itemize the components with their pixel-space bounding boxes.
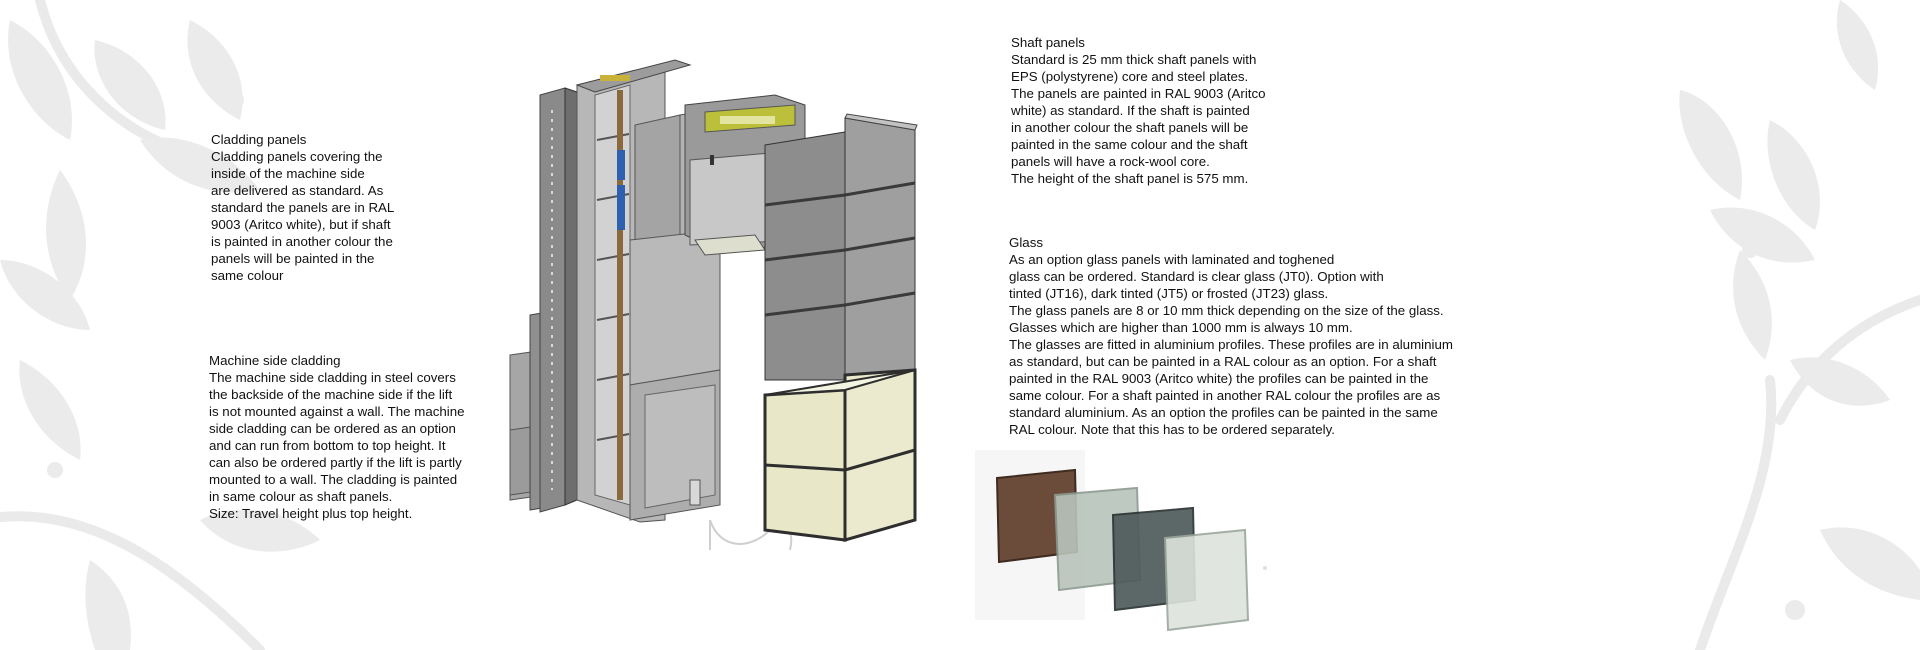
- floral-ornament-right: [1679, 0, 1920, 650]
- cladding-panels-line: are delivered as standard. As: [211, 183, 384, 198]
- cladding-panels-line: is painted in another colour the: [211, 234, 393, 249]
- glass-line: as standard, but can be painted in a RAL…: [1009, 354, 1437, 369]
- shaft-panels-line: The height of the shaft panel is 575 mm.: [1011, 171, 1249, 186]
- cladding-panels-line: standard the panels are in RAL: [211, 200, 395, 215]
- machine-side-cladding-line: can also be ordered partly if the lift i…: [209, 455, 462, 470]
- glass-samples: [975, 450, 1267, 632]
- machine-side-cladding-line: Size: Travel height plus top height.: [209, 506, 413, 521]
- machine-side-cladding-line: in same colour as shaft panels.: [209, 489, 393, 504]
- glass-line: The glass panels are 8 or 10 mm thick de…: [1009, 303, 1444, 318]
- section-machine-side-cladding: Machine side cladding The machine side c…: [209, 352, 465, 522]
- glass-heading: Glass: [1009, 235, 1043, 250]
- section-glass: Glass As an option glass panels with lam…: [1009, 234, 1453, 438]
- glass-line: tinted (JT16), dark tinted (JT5) or fros…: [1009, 286, 1329, 301]
- machine-side-cladding-line: mounted to a wall. The cladding is paint…: [209, 472, 458, 487]
- machine-side-cladding-line: The machine side cladding in steel cover…: [209, 370, 456, 385]
- glass-line: same colour. For a shaft painted in anot…: [1009, 388, 1441, 403]
- machine-side-cladding-heading: Machine side cladding: [209, 353, 341, 368]
- glass-line: RAL colour. Note that this has to be ord…: [1009, 422, 1335, 437]
- glass-line: Glasses which are higher than 1000 mm is…: [1009, 320, 1353, 335]
- machine-side-cladding-line: side cladding can be ordered as an optio…: [209, 421, 456, 436]
- shaft-panels-line: Standard is 25 mm thick shaft panels wit…: [1011, 52, 1257, 67]
- cladding-panels-line: Cladding panels covering the: [211, 149, 383, 164]
- cladding-panels-line: 9003 (Aritco white), but if shaft: [211, 217, 391, 232]
- machine-side-cladding-line: the backside of the machine side if the …: [209, 387, 453, 402]
- cladding-panels-line: inside of the machine side: [211, 166, 365, 181]
- shaft-panels-line: panels will have a rock-wool core.: [1011, 154, 1210, 169]
- glass-line: painted in the RAL 9003 (Aritco white) t…: [1009, 371, 1429, 386]
- shaft-panels-line: painted in the same colour and the shaft: [1011, 137, 1248, 152]
- glass-line: glass can be ordered. Standard is clear …: [1009, 269, 1384, 284]
- cladding-panels-line: same colour: [211, 268, 284, 283]
- lift-shaft-exploded-view: [509, 59, 918, 551]
- shaft-panels-line: in another colour the shaft panels will …: [1011, 120, 1249, 135]
- floral-ornament-left: [0, 0, 320, 650]
- machine-side-cladding-line: and can run from bottom to top height. I…: [209, 438, 446, 453]
- section-cladding-panels: Cladding panels Cladding panels covering…: [211, 131, 394, 284]
- glass-line: standard aluminium. As an option the pro…: [1009, 405, 1438, 420]
- machine-side-cladding-line: is not mounted against a wall. The machi…: [209, 404, 465, 419]
- cladding-panels-heading: Cladding panels: [211, 132, 307, 147]
- shaft-panels-line: The panels are painted in RAL 9003 (Arit…: [1011, 86, 1266, 101]
- section-shaft-panels: Shaft panels Standard is 25 mm thick sha…: [1011, 34, 1266, 187]
- shaft-panels-heading: Shaft panels: [1011, 35, 1085, 50]
- shaft-panels-line: white) as standard. If the shaft is pain…: [1011, 103, 1250, 118]
- glass-line: The glasses are fitted in aluminium prof…: [1009, 337, 1453, 352]
- shaft-panels-line: EPS (polystyrene) core and steel plates.: [1011, 69, 1249, 84]
- glass-line: As an option glass panels with laminated…: [1009, 252, 1335, 267]
- cladding-panels-line: panels will be painted in the: [211, 251, 375, 266]
